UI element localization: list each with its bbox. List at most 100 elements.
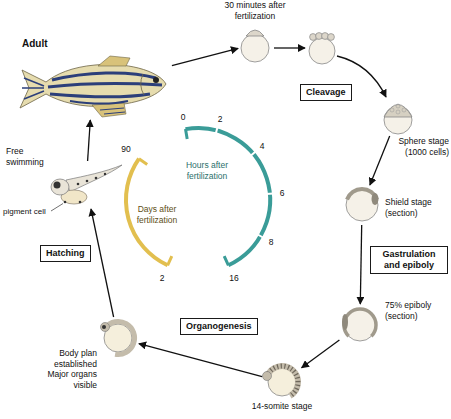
larva-head: [51, 179, 69, 195]
stage-arrow: [172, 48, 238, 65]
yolk-section: [344, 309, 376, 341]
stage-figure: Shield stage (section): [344, 187, 380, 223]
stage-name: Cleavage: [306, 87, 346, 98]
embryo-body: [267, 366, 298, 396]
larva-body: [66, 165, 122, 192]
label-holder: Hours after fertilization: [177, 160, 237, 181]
stage-caption: Adult: [22, 38, 48, 50]
cell: [390, 108, 394, 112]
cell: [402, 108, 406, 112]
caption-holder: 30 minutes after fertilization: [215, 0, 295, 21]
shield: [372, 193, 379, 205]
fin-stripe: [100, 108, 125, 114]
caption-holder: 75% epiboly (section): [385, 300, 445, 321]
stage-figure: 14-somite stage: [264, 364, 300, 400]
stage-box: Gastrulation and epiboly: [370, 246, 448, 274]
stage-box: Organogenesis: [180, 318, 258, 335]
embryo-head: [263, 372, 272, 381]
time-number: 2: [160, 273, 165, 284]
caption-holder: Free swimming: [6, 146, 48, 167]
fish-stripe: [52, 73, 156, 80]
pigment-dot: [64, 201, 67, 204]
blastomere: [328, 34, 335, 41]
somites: [267, 366, 298, 396]
pigment-dot: [86, 180, 89, 183]
blastoderm: [344, 309, 376, 336]
single-cell: [246, 30, 264, 36]
annotation-label: pigment cell: [3, 207, 46, 217]
annotation-label: Hours after fertilization: [177, 160, 237, 181]
annotation-label: Days after fertilization: [131, 204, 183, 225]
caption-holder: Body plan establishedMajor organs visibl…: [35, 348, 97, 390]
label-holder: 6: [280, 188, 285, 199]
stage-figure: 30 minutes after fertilization: [240, 25, 270, 63]
leader-line: [51, 204, 63, 212]
yolk: [241, 34, 269, 62]
label-holder: 2: [218, 114, 223, 125]
stage-arrow: [370, 136, 390, 185]
label-holder: 8: [269, 237, 274, 248]
label-holder: 16: [229, 273, 238, 284]
time-number: 6: [280, 188, 285, 199]
arc-notch: [216, 127, 274, 238]
cell: [396, 110, 400, 114]
caption-holder: Shield stage (section): [385, 197, 441, 218]
label-holder: 4: [260, 141, 265, 152]
embryonic-axis: [342, 314, 348, 330]
stage-caption: 75% epiboly (section): [385, 300, 445, 321]
blastomere: [322, 33, 329, 40]
stage-arrow: [139, 344, 262, 377]
label-holder: 90: [121, 144, 130, 155]
tail-stripe: [22, 78, 44, 99]
time-number: 16: [229, 273, 238, 284]
embryo-eye: [102, 325, 106, 329]
caption-holder: Adult: [22, 38, 48, 50]
fish-stripe: [48, 84, 162, 87]
yolk-section: [346, 189, 378, 221]
stage-box: Cleavage: [300, 84, 352, 101]
anal-fin: [92, 103, 126, 117]
label-holder: 2: [160, 273, 165, 284]
fish-stripe: [70, 101, 128, 104]
stage-box: Hatching: [40, 245, 91, 262]
blastomere: [310, 34, 317, 41]
stage-arrow: [302, 340, 340, 368]
stage-figure: Body plan establishedMajor organs visibl…: [99, 319, 137, 357]
stage-figure: Sphere stage (1000 cells): [380, 96, 416, 134]
stage-caption: Body plan established: [35, 348, 97, 369]
stage-caption: 30 minutes after fertilization: [215, 0, 295, 21]
pigment-dot: [77, 183, 80, 186]
blastoderm: [384, 105, 412, 118]
stage-arrow: [360, 225, 361, 304]
time-number: 90: [121, 144, 130, 155]
time-number: 2: [218, 114, 223, 125]
stage-arrow: [274, 47, 305, 48]
embryo-head: [101, 323, 110, 332]
stage-name: Gastrulation and epiboly: [376, 249, 442, 271]
fish-stripe: [50, 94, 150, 97]
cell: [396, 104, 400, 108]
label-holder: Days after fertilization: [131, 204, 183, 225]
stage-name: Hatching: [46, 248, 85, 259]
larva-eye: [54, 182, 61, 189]
pigment-dot: [104, 173, 106, 175]
time-number: 8: [269, 237, 274, 248]
stage-figure: 75% epiboly (section): [341, 306, 379, 344]
stage-arrow: [88, 120, 91, 161]
time-number: 4: [260, 141, 265, 152]
caption-holder: 14-somite stage: [252, 401, 312, 412]
hours-arc: [186, 128, 271, 265]
stage-figure: Free swimming: [48, 163, 124, 207]
stage-caption: Major organs visible: [35, 369, 97, 390]
fish-eye: [153, 77, 159, 83]
stage-caption: Sphere stage (1000 cells): [393, 136, 449, 157]
stage-caption: Free swimming: [6, 146, 48, 167]
label-holder: pigment cell: [3, 207, 46, 217]
gill-line: [141, 74, 144, 95]
dorsal-fin: [98, 56, 130, 66]
yolk: [309, 38, 335, 64]
time-number: 0: [181, 112, 186, 123]
stage-caption: 14-somite stage: [252, 401, 312, 412]
fish-body: [20, 64, 166, 108]
